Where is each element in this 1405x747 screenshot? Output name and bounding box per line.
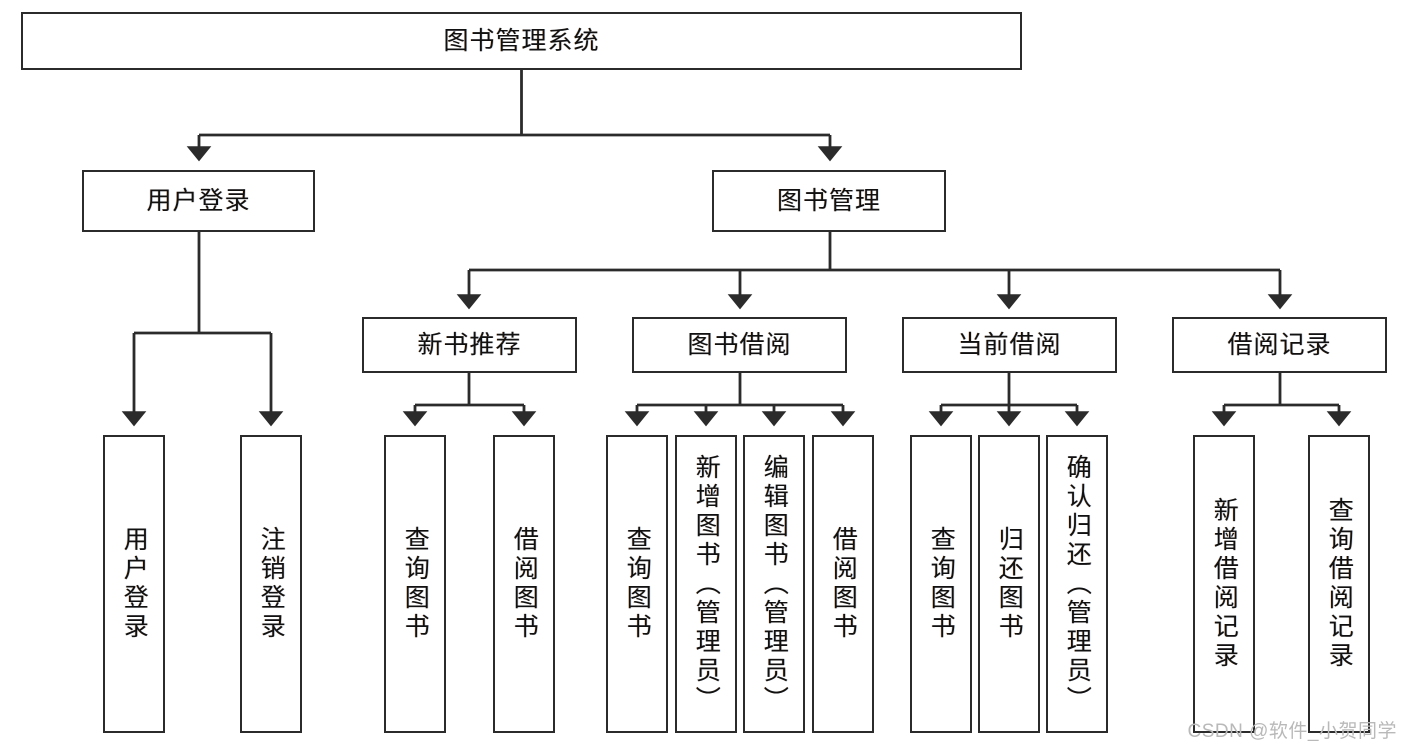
node-book-borrow[interactable]: 图书借阅 [632,317,847,373]
node-book-management[interactable]: 图书管理 [712,170,946,232]
leaf-new-books-query-book-label: 查询图书 [401,526,430,642]
node-root-label: 图书管理系统 [443,26,600,55]
leaf-borrow-borrow-book[interactable]: 借阅图书 [812,435,874,733]
leaf-borrow-query-book[interactable]: 查询图书 [606,435,668,733]
node-root[interactable]: 图书管理系统 [21,12,1022,70]
leaf-user-login-label: 用户登录 [120,526,149,642]
node-current-borrow-label: 当前借阅 [957,330,1062,359]
leaf-new-books-query-book[interactable]: 查询图书 [384,435,446,733]
leaf-current-query-book-label: 查询图书 [927,526,956,642]
leaf-records-query-record-label: 查询借阅记录 [1325,497,1354,671]
leaf-records-add-record[interactable]: 新增借阅记录 [1193,435,1255,733]
leaf-new-books-borrow-book-label: 借阅图书 [510,526,539,642]
leaf-current-return-book[interactable]: 归还图书 [978,435,1040,733]
node-book-management-label: 图书管理 [776,186,881,215]
node-new-book-recommend[interactable]: 新书推荐 [362,317,577,373]
leaf-records-add-record-label: 新增借阅记录 [1210,497,1239,671]
leaf-current-return-book-label: 归还图书 [995,526,1024,642]
node-user-login-label: 用户登录 [146,186,251,215]
node-borrow-records[interactable]: 借阅记录 [1172,317,1387,373]
leaf-records-query-record[interactable]: 查询借阅记录 [1308,435,1370,733]
leaf-borrow-borrow-book-label: 借阅图书 [829,526,858,642]
leaf-borrow-edit-book-label: 编辑图书（管理员） [760,453,789,715]
leaf-current-query-book[interactable]: 查询图书 [910,435,972,733]
node-book-borrow-label: 图书借阅 [687,330,792,359]
csdn-watermark: CSDN @软件_小贺同学 [1187,721,1397,742]
leaf-current-confirm-return[interactable]: 确认归还（管理员） [1046,435,1108,733]
leaf-borrow-edit-book[interactable]: 编辑图书（管理员） [743,435,805,733]
node-borrow-records-label: 借阅记录 [1227,330,1332,359]
leaf-logout-label: 注销登录 [257,526,286,642]
node-current-borrow[interactable]: 当前借阅 [902,317,1117,373]
node-user-login[interactable]: 用户登录 [82,170,315,232]
leaf-logout[interactable]: 注销登录 [240,435,302,733]
leaf-borrow-query-book-label: 查询图书 [623,526,652,642]
leaf-current-confirm-return-label: 确认归还（管理员） [1063,453,1092,715]
leaf-new-books-borrow-book[interactable]: 借阅图书 [493,435,555,733]
leaf-borrow-add-book-label: 新增图书（管理员） [692,453,721,715]
leaf-borrow-add-book[interactable]: 新增图书（管理员） [675,435,737,733]
node-new-book-recommend-label: 新书推荐 [417,330,522,359]
leaf-user-login[interactable]: 用户登录 [103,435,165,733]
